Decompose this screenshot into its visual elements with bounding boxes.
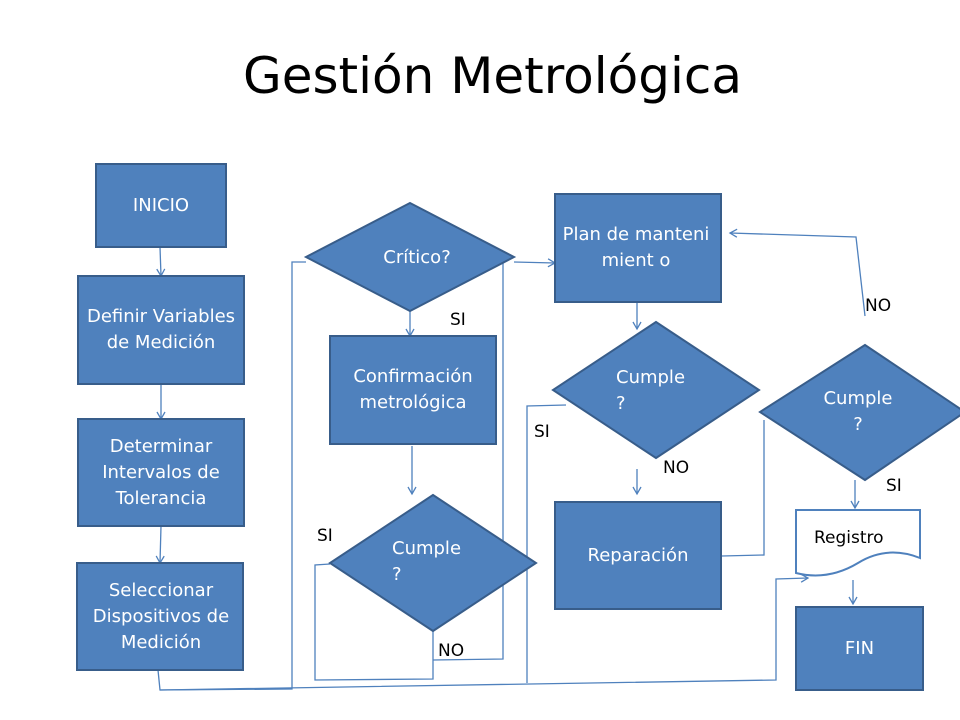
- critico-si-label: SI: [450, 310, 466, 330]
- connector-determinar-seleccionar: [155, 525, 165, 565]
- fin-box: [795, 606, 924, 691]
- determinar-label: Determinar Intervalos de Tolerancia: [102, 435, 220, 509]
- cumple1-diamond: [328, 493, 538, 633]
- reparacion-box: [554, 501, 722, 610]
- registro-label: Registro: [814, 528, 884, 548]
- confirmacion-box: [329, 335, 497, 445]
- inicio-box: [95, 163, 227, 248]
- cumple1-no-label: NO: [438, 641, 465, 661]
- definir-label: Definir Variables de Medición: [86, 306, 236, 353]
- cumple3-label: Cumple ?: [823, 388, 893, 435]
- cumple2-si-label: SI: [534, 422, 550, 442]
- cumple1-label: Cumple ?: [392, 538, 462, 585]
- connector-cumple1-no: [432, 263, 504, 661]
- cumple2-diamond: [551, 320, 761, 460]
- page-title: Gestión Metrológica: [242, 47, 743, 105]
- cumple3-no-label: NO: [865, 296, 892, 316]
- reparacion-label: Reparación: [587, 544, 689, 566]
- fin-label: FIN: [844, 637, 875, 659]
- plan-label: Plan de mantenimient o: [562, 224, 710, 271]
- seleccionar-box: [76, 562, 244, 671]
- connector-cumple2-si: [526, 404, 567, 683]
- cumple3-diamond: [758, 343, 960, 482]
- plan-box: [554, 193, 722, 303]
- connector-reparacion-cumple3: [721, 420, 765, 557]
- connector-critico-plan: [513, 258, 557, 268]
- cumple1-si-label: SI: [317, 526, 333, 546]
- connector-inicio-definir: [156, 246, 166, 278]
- cumple2-no-label: NO: [663, 458, 690, 478]
- connector-cumple3-no-plan: [728, 228, 866, 317]
- confirmacion-label: Confirmación metrológica: [353, 366, 473, 413]
- cumple3-si-label: SI: [886, 476, 902, 496]
- inicio-label: INICIO: [132, 194, 190, 216]
- critico-diamond: [303, 201, 517, 313]
- critico-label: Crítico?: [383, 247, 451, 268]
- cumple2-label: Cumple ?: [616, 367, 686, 414]
- connector-seleccionar-critico: [157, 261, 306, 691]
- determinar-box: [77, 418, 245, 527]
- connector-cumple1-si-loop: [314, 563, 434, 681]
- connector-bottom-registro: [159, 573, 810, 691]
- definir-box: [77, 275, 245, 385]
- registro-document: [795, 509, 921, 577]
- seleccionar-label: Seleccionar Dispositivos de Medición: [92, 579, 230, 653]
